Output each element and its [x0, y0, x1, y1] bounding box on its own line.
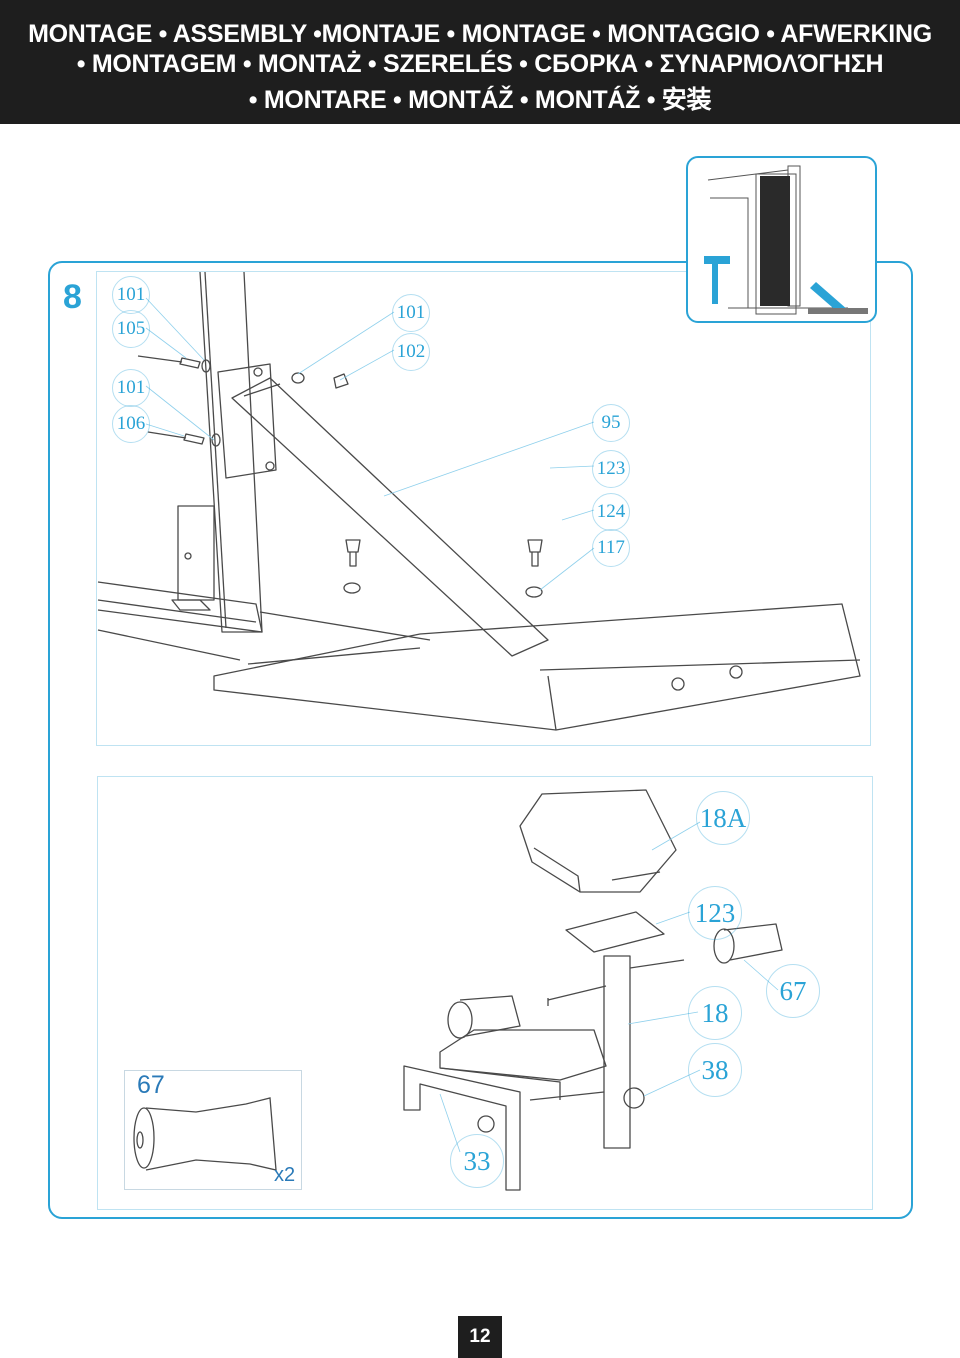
header-title-line-3: • MONTARE • MONTÁŽ • MONTÁŽ • 安装 [248, 86, 712, 114]
callout-part-95: 95 [592, 404, 630, 442]
callout-part-105: 105 [112, 310, 150, 348]
page-number: 12 [458, 1316, 502, 1358]
callout-part-33: 33 [450, 1134, 504, 1188]
callout-part-124: 124 [592, 493, 630, 531]
header-title-line-1: MONTAGE • ASSEMBLY •MONTAJE • MONTAGE • … [28, 20, 932, 48]
part-detail-box [124, 1070, 302, 1190]
callout-part-123: 123 [592, 450, 630, 488]
callout-part-123: 123 [688, 886, 742, 940]
callout-part-102: 102 [392, 333, 430, 371]
callout-part-101: 101 [392, 294, 430, 332]
header-title-line-2: • MONTAGEM • MONTAŻ • SZERELÉS • СБОРКА … [76, 50, 884, 78]
header-bar: MONTAGE • ASSEMBLY •MONTAJE • MONTAGE • … [0, 0, 960, 124]
callout-part-18a: 18A [696, 791, 750, 845]
step-frame [48, 261, 913, 1219]
callout-part-18: 18 [688, 986, 742, 1040]
upper-diagram-panel [96, 271, 871, 746]
step-number: 8 [63, 278, 82, 316]
callout-part-117: 117 [592, 529, 630, 567]
machine-overview-art [704, 165, 868, 315]
callout-part-101: 101 [112, 276, 150, 314]
callout-part-67: 67 [766, 964, 820, 1018]
callout-part-101: 101 [112, 369, 150, 407]
part-detail-quantity: x2 [274, 1164, 296, 1186]
callout-part-38: 38 [688, 1043, 742, 1097]
lower-diagram-panel [97, 776, 873, 1210]
part-detail-number: 67 [137, 1071, 165, 1099]
machine-overview-thumbnail [686, 156, 877, 323]
callout-part-106: 106 [112, 405, 150, 443]
